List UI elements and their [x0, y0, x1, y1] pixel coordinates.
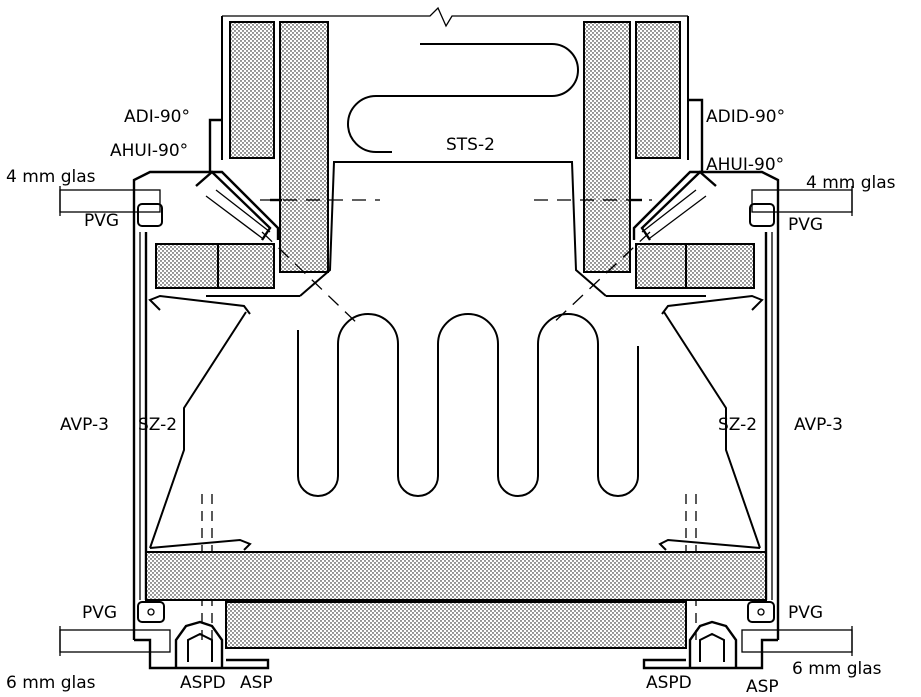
glass-4mm-right [751, 189, 853, 213]
glass-panes-bottom [59, 601, 853, 656]
label-pvg-top-right: PVG [788, 215, 823, 235]
insulation-mid-left [155, 243, 275, 289]
sts-2-strip [299, 43, 607, 297]
label-sz-2-right: SZ-2 [718, 415, 757, 435]
glass-4mm-left [59, 189, 161, 213]
label-aspd-left: ASPD [180, 673, 226, 693]
glass-6mm-right [741, 629, 853, 653]
label-aspd-right: ASPD [646, 673, 692, 693]
bottom-asp-profiles [134, 620, 778, 670]
pvg-gasket-bottom-right [747, 601, 775, 623]
label-adid-90: ADID-90° [706, 107, 785, 127]
insulation-bottom-lower [225, 601, 687, 649]
insulation-top-left-outer [229, 21, 275, 159]
insulation-mid-right [635, 243, 755, 289]
left-frame-avp-3 [132, 186, 300, 640]
upper-wall-element [221, 6, 689, 273]
pvg-gasket-bottom-left [137, 601, 165, 623]
right-frame-avp-3 [606, 186, 780, 640]
pvg-gasket-top-right [749, 203, 775, 227]
label-sts-2: STS-2 [446, 135, 495, 155]
label-6mm-glas-right: 6 mm glas [792, 659, 882, 679]
pvg-gasket-top-left [137, 203, 163, 227]
insulation-top-left-inner [279, 21, 329, 273]
glass-6mm-left [59, 629, 171, 653]
label-avp-3-left: AVP-3 [60, 415, 109, 435]
label-4mm-glas-right: 4 mm glas [806, 173, 896, 193]
label-asp-right: ASP [746, 677, 779, 697]
label-6mm-glas-left: 6 mm glas [6, 673, 96, 693]
label-adi-90: ADI-90° [124, 107, 190, 127]
label-avp-3-right: AVP-3 [794, 415, 843, 435]
label-pvg-top-left: PVG [84, 211, 119, 231]
label-4mm-glas-left: 4 mm glas [6, 167, 96, 187]
glass-panes-top [59, 186, 853, 227]
insulation-bottom [145, 551, 767, 601]
label-pvg-bottom-right: PVG [788, 603, 823, 623]
label-ahui-90-right: AHUI-90° [706, 155, 784, 175]
bottom-panel [145, 551, 767, 649]
label-ahui-90-left: AHUI-90° [110, 141, 188, 161]
insulation-top-right-inner [583, 21, 631, 273]
sz-2-springs [149, 311, 761, 551]
left-corner-profile [132, 118, 282, 241]
central-meander [297, 313, 639, 497]
labels: ADI-90° AHUI-90° 4 mm glas PVG STS-2 ADI… [6, 107, 896, 697]
label-pvg-bottom-left: PVG [82, 603, 117, 623]
right-corner-profile [630, 98, 780, 241]
insulation-top-right-outer [635, 21, 681, 159]
label-asp-left: ASP [240, 673, 273, 693]
label-sz-2-left: SZ-2 [138, 415, 177, 435]
